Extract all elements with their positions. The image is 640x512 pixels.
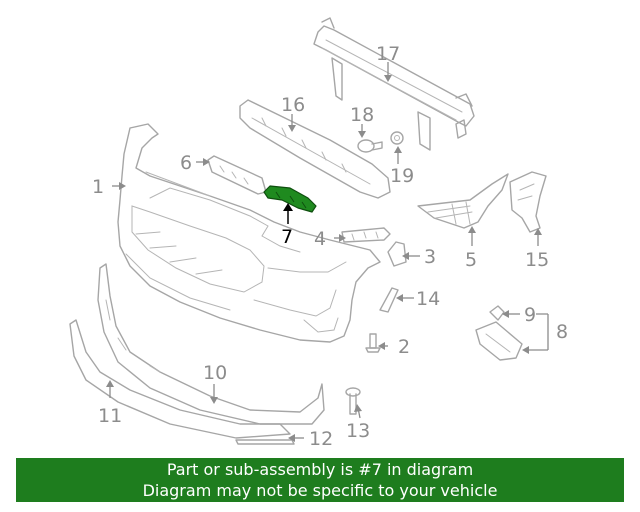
banner-line-2: Diagram may not be specific to your vehi… [142, 481, 498, 500]
part-14-bracket [379, 287, 399, 313]
part-13-screw [345, 387, 361, 415]
part-10-air-deflector [69, 319, 291, 439]
callout-19: 19 [390, 165, 414, 187]
parts-diagram: 1 2 3 4 5 6 7 8 9 10 11 12 13 14 15 16 1… [69, 17, 568, 450]
part-6-bracket [207, 155, 267, 195]
part-19-nut [390, 131, 404, 145]
callout-10: 10 [203, 362, 227, 384]
part-3-clip [387, 241, 407, 267]
callout-5: 5 [465, 249, 477, 271]
callout-1: 1 [92, 176, 104, 198]
callout-9: 9 [524, 304, 536, 326]
callout-labels: 1 2 3 4 5 6 7 8 9 10 11 12 13 14 15 16 1… [92, 43, 568, 450]
part-16-energy-absorber [239, 99, 391, 199]
part-4-bracket [341, 227, 391, 243]
part-1-bumper-cover [117, 123, 381, 343]
part-18-bolt [357, 139, 383, 153]
part-7-highlighted [263, 185, 317, 213]
callout-13: 13 [346, 420, 370, 442]
callout-leaders [106, 62, 549, 442]
callout-8: 8 [556, 321, 568, 343]
callout-15: 15 [525, 249, 549, 271]
callout-18: 18 [350, 104, 374, 126]
part-2-push-pin [365, 333, 381, 353]
callout-14: 14 [416, 288, 440, 310]
part-5-side-grille [417, 173, 509, 229]
callout-4: 4 [314, 228, 326, 250]
callout-11: 11 [98, 405, 122, 427]
part-15-side-bracket [509, 171, 547, 233]
callout-3: 3 [424, 246, 436, 268]
part-info-banner: Part or sub-assembly is #7 in diagram Di… [16, 458, 624, 502]
part-12-trim-strip [235, 439, 295, 445]
callout-16: 16 [281, 94, 305, 116]
callout-7: 7 [281, 226, 293, 248]
part-8-bracket [475, 321, 523, 361]
callout-6: 6 [180, 152, 192, 174]
callout-17: 17 [376, 43, 400, 65]
part-11-lower-molding [97, 263, 325, 425]
callout-2: 2 [398, 336, 410, 358]
banner-line-1: Part or sub-assembly is #7 in diagram [166, 460, 474, 479]
part-9-retainer [489, 305, 505, 321]
callout-12: 12 [309, 428, 333, 450]
part-17-reinforcement-beam [313, 17, 475, 151]
